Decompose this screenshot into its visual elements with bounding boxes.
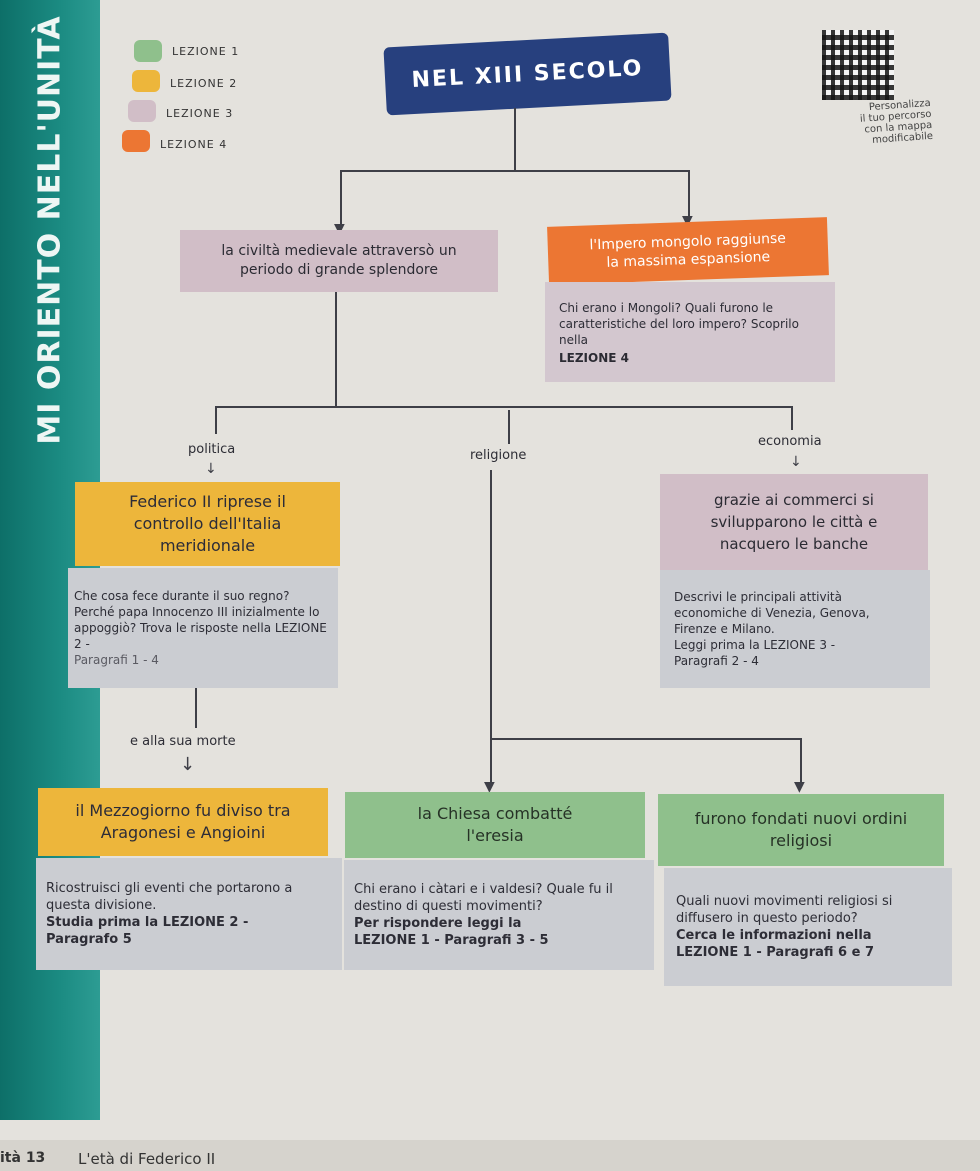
node-mongoli-question: Chi erano i Mongoli? Quali furono le car… [545, 282, 835, 382]
node-chiesa-text: la Chiesa combatté l'eresia [417, 804, 573, 845]
label-alla-morte: e alla sua morte [130, 734, 236, 749]
node-impero: l'Impero mongolo raggiunse la massima es… [547, 217, 829, 285]
node-civilta: la civiltà medievale attraversò un perio… [180, 230, 498, 292]
page-title: NEL XIII SECOLO [383, 32, 672, 116]
qr-note: Personalizza il tuo percorso con la mapp… [811, 98, 934, 150]
commerci-ref-2: Paragrafi 2 - 4 [674, 654, 759, 668]
branch-religione: religione [470, 448, 527, 463]
connector [195, 688, 197, 728]
legend-label-4: LEZIONE 4 [160, 138, 228, 151]
node-commerci-text: grazie ai commerci si svilupparono le ci… [710, 491, 878, 553]
branch-economia: economia [758, 434, 822, 449]
connector [340, 170, 342, 226]
connector [340, 170, 690, 172]
connector [215, 406, 217, 434]
node-commerci: grazie ai commerci si svilupparono le ci… [660, 474, 928, 570]
legend-label-2: LEZIONE 2 [170, 77, 238, 90]
legend-label-3: LEZIONE 3 [166, 107, 234, 120]
mezzogiorno-ref-2: Paragrafo 5 [46, 932, 132, 947]
legend-swatch-2 [132, 70, 160, 92]
node-mezzogiorno-text: il Mezzogiorno fu diviso tra Aragonesi e… [75, 801, 291, 842]
chiesa-question-text: Chi erano i càtari e i valdesi? Quale fu… [354, 882, 613, 914]
side-title: MI ORIENTO NELL'UNITÀ [32, 15, 68, 445]
mongoli-ref: LEZIONE 4 [559, 350, 629, 365]
mezzogiorno-question-text: Ricostruisci gli eventi che portarono a … [46, 881, 293, 913]
node-federico-question: Che cosa fece durante il suo regno? Perc… [68, 568, 338, 688]
arrow-down-icon: ▼ [334, 221, 345, 237]
node-federico-text: Federico II riprese il controllo dell'It… [129, 492, 286, 555]
node-federico: Federico II riprese il controllo dell'It… [75, 482, 340, 566]
legend-label-1: LEZIONE 1 [172, 45, 240, 58]
legend-swatch-3 [128, 100, 156, 122]
connector [335, 292, 337, 408]
chiesa-ref-2: LEZIONE 1 - Paragrafi 3 - 5 [354, 933, 549, 948]
ordini-question-text: Quali nuovi movimenti religiosi si diffu… [676, 894, 893, 926]
arrow-down-icon: ▼ [794, 779, 805, 795]
arrow-down-icon: ▼ [484, 779, 495, 795]
connector [490, 738, 802, 740]
legend-swatch-4 [122, 130, 150, 152]
node-chiesa: la Chiesa combatté l'eresia [345, 792, 645, 858]
arrow-down-icon: ↓ [205, 461, 217, 477]
connector [490, 470, 492, 782]
commerci-question-text: Descrivi le principali attività economic… [674, 590, 870, 636]
mezzogiorno-ref-1: Studia prima la LEZIONE 2 - [46, 915, 249, 930]
node-civilta-text: la civiltà medievale attraversò un perio… [221, 243, 457, 278]
arrow-down-icon: ↓ [790, 454, 802, 470]
node-commerci-question: Descrivi le principali attività economic… [660, 570, 930, 688]
page-footer: ità 13 L'età di Federico II [0, 1140, 980, 1171]
arrow-down-icon: ↓ [180, 754, 196, 775]
commerci-ref-1: Leggi prima la LEZIONE 3 - [674, 638, 836, 652]
branch-politica: politica [188, 442, 236, 457]
mongoli-question-text: Chi erano i Mongoli? Quali furono le car… [559, 300, 799, 347]
node-ordini: furono fondati nuovi ordini religiosi [658, 794, 944, 866]
connector [215, 406, 793, 408]
node-ordini-text: furono fondati nuovi ordini religiosi [694, 809, 908, 850]
chiesa-ref-1: Per rispondere leggi la [354, 916, 522, 931]
ordini-ref-2: LEZIONE 1 - Paragrafi 6 e 7 [676, 945, 875, 960]
federico-ref: Paragrafi 1 - 4 [74, 653, 159, 667]
connector [800, 738, 802, 784]
connector [688, 170, 690, 218]
legend-swatch-1 [134, 40, 162, 62]
node-chiesa-question: Chi erano i càtari e i valdesi? Quale fu… [344, 860, 654, 970]
footer-title: L'età di Federico II [78, 1150, 216, 1168]
node-mezzogiorno: il Mezzogiorno fu diviso tra Aragonesi e… [38, 788, 328, 856]
connector [508, 410, 510, 444]
node-ordini-question: Quali nuovi movimenti religiosi si diffu… [664, 868, 952, 986]
connector [791, 406, 793, 430]
qr-code-icon[interactable] [822, 30, 894, 100]
federico-question-text: Che cosa fece durante il suo regno? Perc… [74, 589, 327, 651]
node-mezzogiorno-question: Ricostruisci gli eventi che portarono a … [36, 858, 342, 970]
ordini-ref-1: Cerca le informazioni nella [676, 928, 872, 943]
footer-unit: ità 13 [0, 1150, 46, 1166]
connector [514, 108, 516, 170]
